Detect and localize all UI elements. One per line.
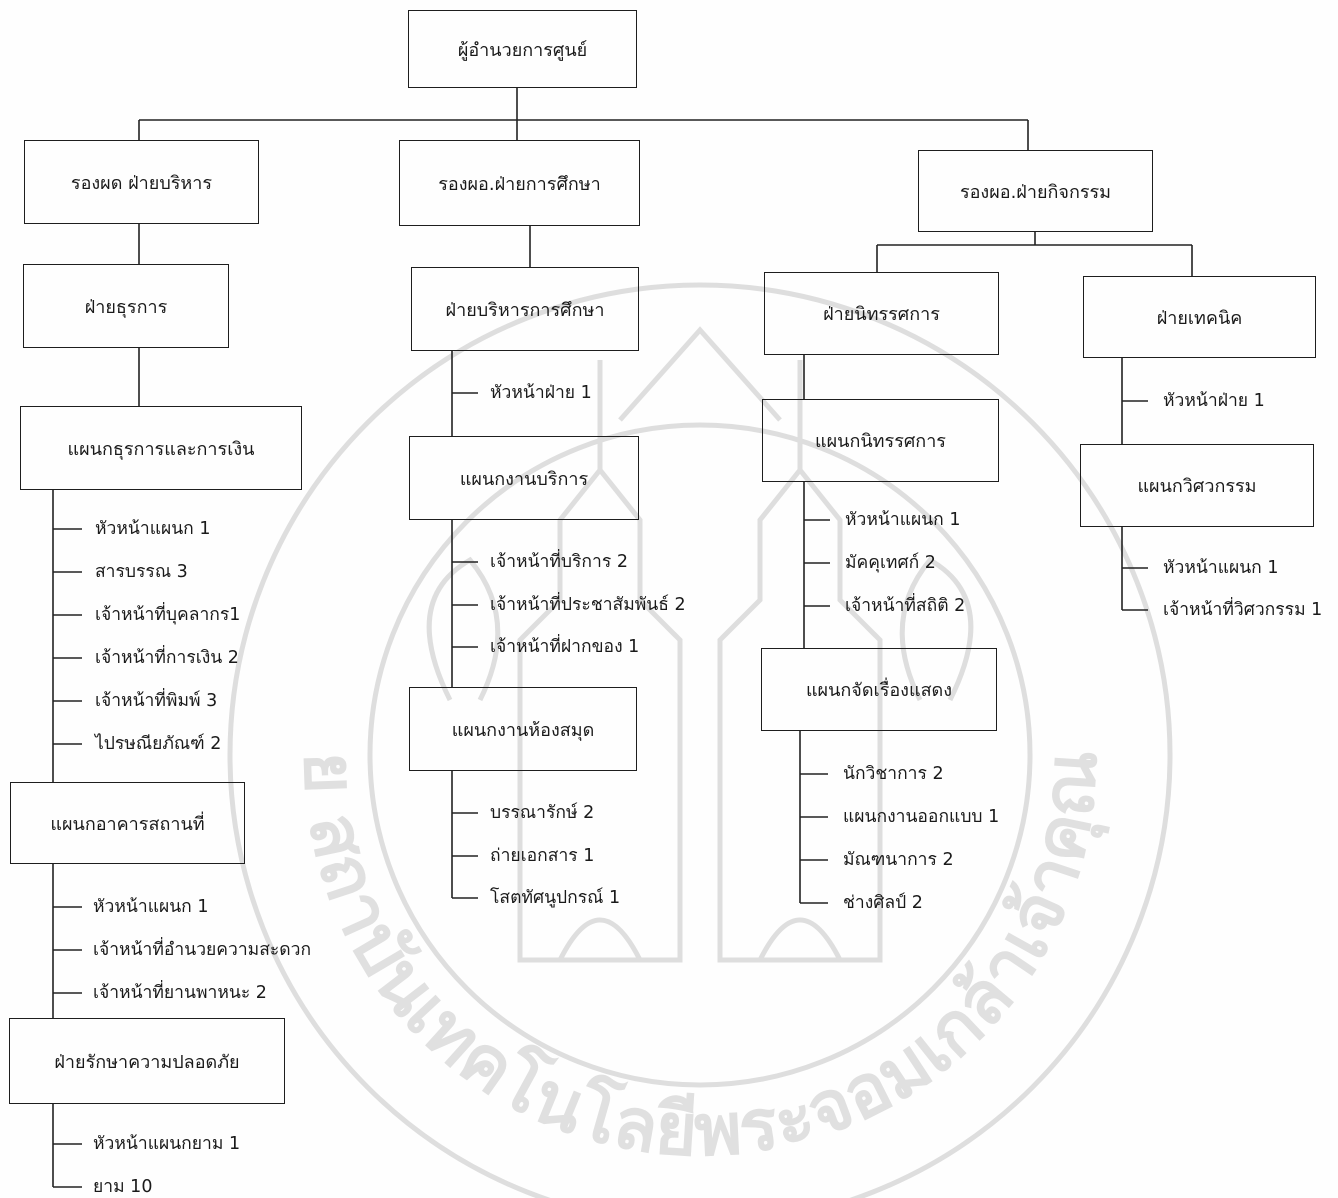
admin-division-box: ฝ่ายธุรการ (23, 264, 229, 348)
list-item: ช่างศิลป์ 2 (843, 893, 923, 913)
admin-section-finance-box: แผนกธุรการและการเงิน (20, 406, 302, 490)
edu-division-box: ฝ่ายบริหารการศึกษา (411, 267, 639, 351)
list-item: ถ่ายเอกสาร 1 (490, 846, 595, 866)
deputy-activities-box: รองผอ.ฝ่ายกิจกรรม (918, 150, 1153, 232)
list-item: แผนกงานออกแบบ 1 (843, 807, 1000, 827)
list-item: เจ้าหน้าที่ประชาสัมพันธ์ 2 (490, 595, 686, 615)
list-item: สารบรรณ 3 (95, 562, 188, 582)
edu-section-library-box: แผนกงานห้องสมุด (409, 687, 637, 771)
list-item: มัณฑนาการ 2 (843, 850, 954, 870)
list-item: ยาม 10 (93, 1177, 153, 1197)
list-item: โสตทัศนูปกรณ์ 1 (490, 888, 621, 908)
list-item: หัวหน้าแผนก 1 (95, 519, 211, 539)
list-item: หัวหน้าฝ่าย 1 (1163, 391, 1265, 411)
deputy-admin-box: รองผด ฝ่ายบริหาร (24, 140, 259, 224)
list-item: เจ้าหน้าที่อำนวยความสะดวก (93, 940, 312, 960)
list-item: เจ้าหน้าที่บริการ 2 (490, 552, 628, 572)
tech-division-box: ฝ่ายเทคนิค (1083, 276, 1316, 358)
list-item: เจ้าหน้าที่บุคลากร1 (95, 605, 241, 625)
list-item: นักวิชาการ 2 (843, 764, 944, 784)
list-item: มัคคุเทศก์ 2 (845, 553, 936, 573)
list-item: หัวหน้าแผนก 1 (1163, 558, 1279, 578)
exhibit-division-box: ฝ่ายนิทรรศการ (764, 272, 999, 355)
list-item: เจ้าหน้าที่ฝากของ 1 (490, 637, 640, 657)
director-box: ผู้อำนวยการศูนย์ (408, 10, 637, 88)
list-item: เจ้าหน้าที่การเงิน 2 (95, 648, 239, 668)
list-item: เจ้าหน้าที่วิศวกรรม 1 (1163, 600, 1323, 620)
seal-emblem-icon (227, 282, 1173, 1198)
admin-section-building-box: แผนกอาคารสถานที่ (10, 782, 245, 864)
list-item: เจ้าหน้าที่พิมพ์ 3 (95, 691, 218, 711)
list-item: หัวหน้าแผนกยาม 1 (93, 1134, 241, 1154)
exhibit-section-exhibition-box: แผนกนิทรรศการ (762, 399, 999, 482)
deputy-education-box: รองผอ.ฝ่ายการศึกษา (399, 140, 640, 226)
list-item: หัวหน้าแผนก 1 (845, 510, 961, 530)
list-item: บรรณารักษ์ 2 (490, 803, 595, 823)
list-item: หัวหน้าฝ่าย 1 (490, 383, 592, 403)
exhibit-section-display-box: แผนกจัดเรื่องแสดง (761, 648, 997, 731)
admin-section-security-box: ฝ่ายรักษาความปลอดภัย (9, 1018, 285, 1104)
list-item: เจ้าหน้าที่สถิติ 2 (845, 596, 966, 616)
tech-section-engineering-box: แผนกวิศวกรรม (1080, 444, 1314, 527)
list-item: เจ้าหน้าที่ยานพาหนะ 2 (93, 983, 267, 1003)
list-item: ไปรษณียภัณฑ์ 2 (95, 734, 222, 754)
list-item: หัวหน้าแผนก 1 (93, 897, 209, 917)
edu-section-service-box: แผนกงานบริการ (409, 436, 639, 520)
